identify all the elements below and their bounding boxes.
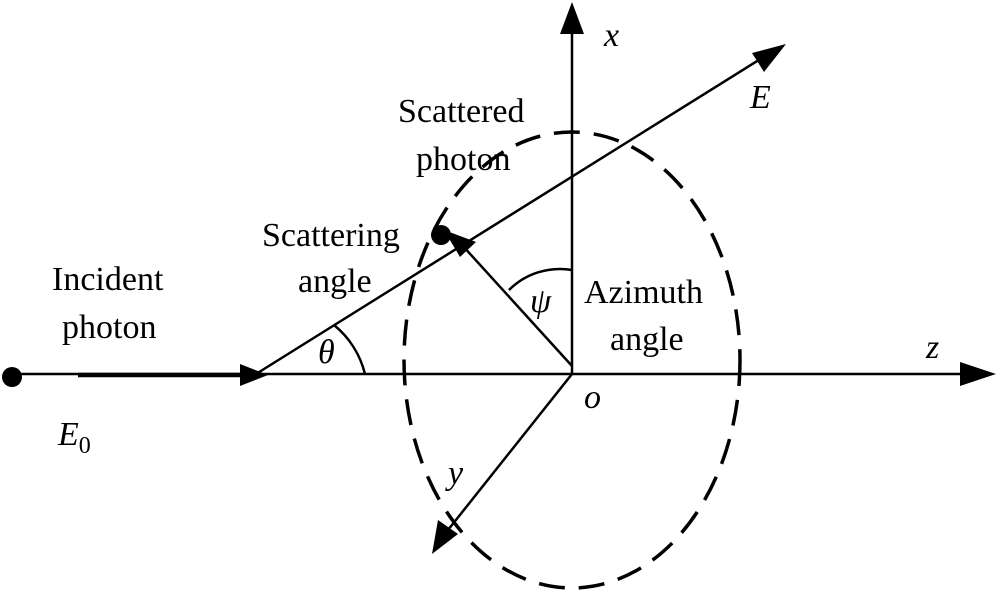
scattered-photon-label-line2: photon	[416, 141, 510, 178]
theta-arc	[333, 324, 367, 375]
scattered-direction-arrowhead	[752, 44, 786, 72]
x-axis-arrowhead	[560, 2, 584, 34]
scattered-photon-label-line1: Scattered	[398, 93, 525, 130]
energy-label: E	[749, 79, 771, 116]
scattering-point-dot	[431, 225, 451, 245]
z-axis-label: z	[925, 329, 939, 366]
incident-label-line2: photon	[62, 309, 156, 346]
scattering-angle-label-line2: angle	[298, 263, 372, 300]
y-axis	[443, 373, 573, 536]
origin-to-scatter-line	[461, 244, 573, 367]
y-axis-arrowhead	[432, 520, 458, 554]
y-axis-label: y	[445, 455, 464, 492]
azimuth-angle-label-line1: Azimuth	[584, 274, 703, 311]
scattered-direction-line	[255, 51, 771, 376]
scattering-angle-label-line1: Scattering	[262, 217, 400, 254]
scatter-point-arrowhead	[444, 230, 476, 257]
azimuth-angle-label-line2: angle	[610, 321, 684, 358]
x-axis-label: x	[603, 17, 619, 54]
e0-label: E0	[57, 416, 91, 459]
incident-label-line1: Incident	[52, 261, 164, 298]
incident-photon-dot	[2, 367, 22, 387]
theta-symbol: θ	[318, 334, 335, 371]
psi-symbol: ψ	[530, 283, 552, 320]
azimuth-ellipse	[402, 130, 742, 590]
z-axis-arrowhead	[960, 362, 996, 386]
psi-arc	[508, 267, 573, 291]
origin-label: o	[584, 379, 601, 416]
